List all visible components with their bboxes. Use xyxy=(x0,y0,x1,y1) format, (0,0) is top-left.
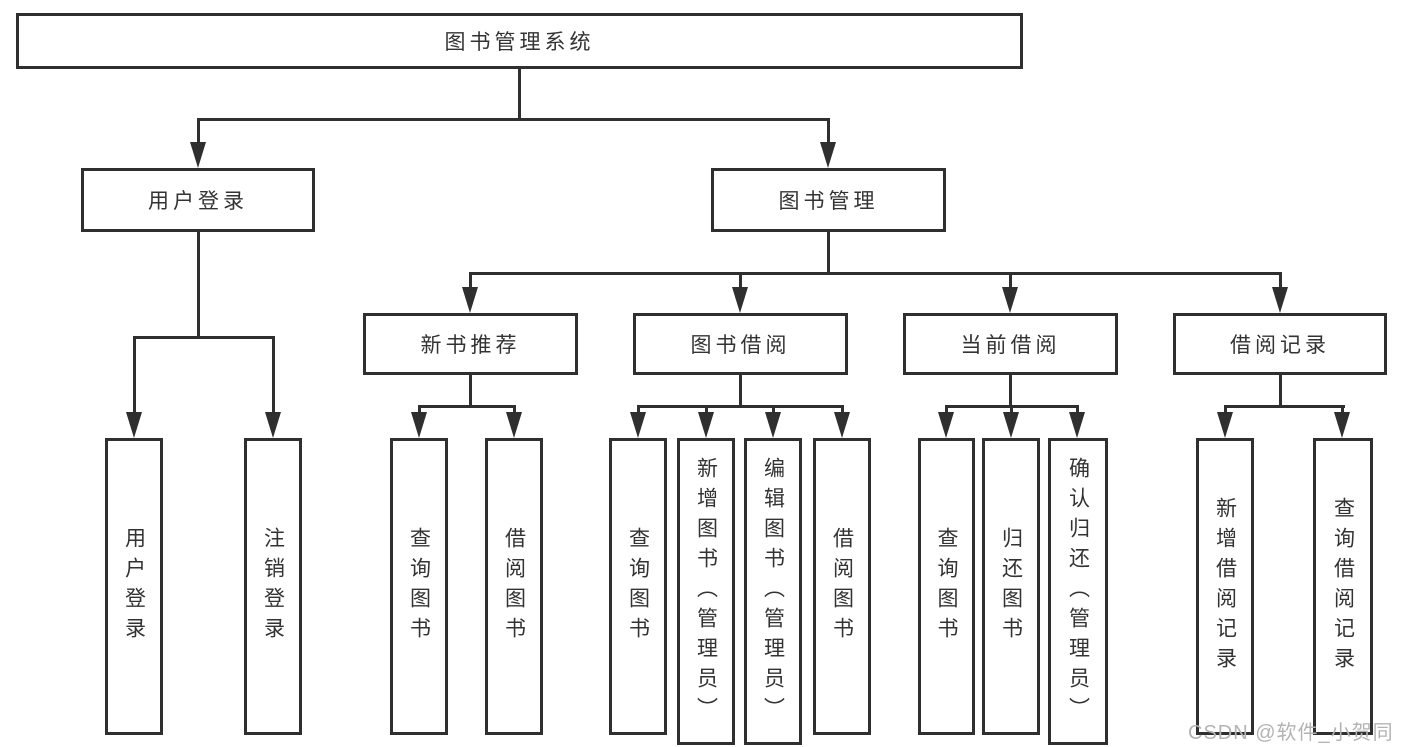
node-root-library-system: 图书管理系统 xyxy=(16,13,1023,69)
connector-user-login-stem xyxy=(197,232,200,339)
connector-drop-confirm-return xyxy=(1076,405,1079,416)
node-book-management: 图书管理 xyxy=(711,168,946,232)
connector-borrowing-stem xyxy=(739,375,742,408)
leaf-return-book: 归还图书 xyxy=(982,438,1040,735)
node-book-borrowing: 图书借阅 xyxy=(633,313,848,375)
csdn-watermark: CSDN @软件_小贺同学 xyxy=(1188,722,1394,744)
arrowhead-leaf-logout xyxy=(265,412,281,438)
leaf-user-login-label: 用户登录 xyxy=(122,526,146,647)
connector-drop-query-record xyxy=(1341,405,1344,416)
leaf-user-login: 用户登录 xyxy=(105,438,163,735)
leaf-add-borrow-record-label: 新增借阅记录 xyxy=(1213,496,1237,677)
leaf-confirm-return-admin-label: 确认归还（管理员） xyxy=(1066,456,1090,727)
arrowhead-borrow-recommend xyxy=(506,412,522,438)
arrowhead-leaf-user-login xyxy=(126,412,142,438)
arrowhead-new-book-recommend xyxy=(462,287,478,313)
arrowhead-edit-book xyxy=(765,412,781,438)
leaf-add-book-admin: 新增图书（管理员） xyxy=(677,438,735,745)
connector-drop-leaf-logout xyxy=(272,336,275,416)
node-borrowing-records: 借阅记录 xyxy=(1173,313,1387,375)
connector-drop-borrow-book xyxy=(841,405,844,416)
connector-drop-new-book-recommend xyxy=(469,272,472,290)
node-new-book-recommend-label: 新书推荐 xyxy=(420,334,521,357)
node-user-login-label: 用户登录 xyxy=(148,190,248,213)
leaf-edit-book-admin-label: 编辑图书（管理员） xyxy=(761,456,785,727)
arrowhead-borrowing-records xyxy=(1272,287,1288,313)
connector-drop-current-borrowing xyxy=(1009,272,1012,290)
connector-drop-leaf-user-login xyxy=(133,336,136,416)
leaf-borrow-books-recommend: 借阅图书 xyxy=(485,438,543,735)
connector-recommend-bus xyxy=(418,405,516,408)
connector-drop-edit-book xyxy=(772,405,775,416)
connector-drop-add-book xyxy=(705,405,708,416)
arrowhead-query-current xyxy=(938,412,954,438)
connector-borrowing-bus xyxy=(637,405,844,408)
node-root-label: 图书管理系统 xyxy=(444,31,595,54)
connector-drop-user-login xyxy=(197,118,200,146)
connector-recommend-stem xyxy=(469,375,472,408)
node-book-management-label: 图书管理 xyxy=(778,190,879,213)
connector-drop-query-current xyxy=(945,405,948,416)
connector-drop-book-borrowing xyxy=(739,272,742,290)
leaf-return-book-label: 归还图书 xyxy=(999,526,1023,647)
leaf-borrow-books-borrowing: 借阅图书 xyxy=(813,438,871,735)
arrowhead-current-borrowing xyxy=(1002,287,1018,313)
leaf-query-books-current-label: 查询图书 xyxy=(935,526,958,647)
leaf-query-books-borrowing: 查询图书 xyxy=(609,438,667,735)
connector-root-bus xyxy=(197,118,830,121)
node-book-borrowing-label: 图书借阅 xyxy=(690,334,791,357)
arrowhead-return-book xyxy=(1003,412,1019,438)
node-user-login: 用户登录 xyxy=(81,168,315,232)
connector-book-management-bus xyxy=(469,272,1282,275)
leaf-query-books-current: 查询图书 xyxy=(918,438,975,735)
node-new-book-recommend: 新书推荐 xyxy=(363,313,578,375)
leaf-query-books-borrowing-label: 查询图书 xyxy=(626,526,650,647)
connector-drop-book-management xyxy=(827,118,830,146)
node-borrowing-records-label: 借阅记录 xyxy=(1230,334,1330,357)
connector-records-stem xyxy=(1279,375,1282,408)
arrowhead-query-borrowing xyxy=(630,412,646,438)
connector-drop-query-recommend xyxy=(418,405,421,416)
leaf-query-books-recommend: 查询图书 xyxy=(390,438,448,735)
leaf-borrow-books-borrowing-label: 借阅图书 xyxy=(830,526,854,647)
node-current-borrowing-label: 当前借阅 xyxy=(960,334,1061,357)
leaf-confirm-return-admin: 确认归还（管理员） xyxy=(1048,438,1108,745)
connector-book-management-stem xyxy=(827,232,830,275)
arrowhead-confirm-return xyxy=(1069,412,1085,438)
connector-records-bus xyxy=(1224,405,1345,408)
connector-drop-borrow-recommend xyxy=(513,405,516,416)
leaf-add-borrow-record: 新增借阅记录 xyxy=(1196,438,1254,735)
leaf-add-book-admin-label: 新增图书（管理员） xyxy=(694,456,718,727)
arrowhead-user-login xyxy=(190,142,206,168)
connector-drop-query-borrowing xyxy=(637,405,640,416)
arrowhead-borrow-book xyxy=(834,412,850,438)
leaf-logout-label: 注销登录 xyxy=(261,526,285,647)
arrowhead-add-book xyxy=(698,412,714,438)
connector-drop-borrowing-records xyxy=(1279,272,1282,290)
leaf-logout: 注销登录 xyxy=(244,438,302,735)
connector-user-login-bus xyxy=(133,336,275,339)
arrowhead-add-record xyxy=(1217,412,1233,438)
node-current-borrowing: 当前借阅 xyxy=(903,313,1118,375)
connector-root-stem xyxy=(518,69,521,121)
leaf-edit-book-admin: 编辑图书（管理员） xyxy=(744,438,802,745)
arrowhead-book-management xyxy=(820,142,836,168)
connector-drop-return-book xyxy=(1010,405,1013,416)
leaf-query-borrow-record-label: 查询借阅记录 xyxy=(1331,496,1355,677)
leaf-borrow-books-recommend-label: 借阅图书 xyxy=(502,526,526,647)
arrowhead-query-recommend xyxy=(411,412,427,438)
leaf-query-books-recommend-label: 查询图书 xyxy=(407,526,431,647)
leaf-query-borrow-record: 查询借阅记录 xyxy=(1313,438,1373,735)
arrowhead-book-borrowing xyxy=(732,287,748,313)
arrowhead-query-record xyxy=(1334,412,1350,438)
connector-current-stem xyxy=(1009,375,1012,408)
connector-drop-add-record xyxy=(1224,405,1227,416)
